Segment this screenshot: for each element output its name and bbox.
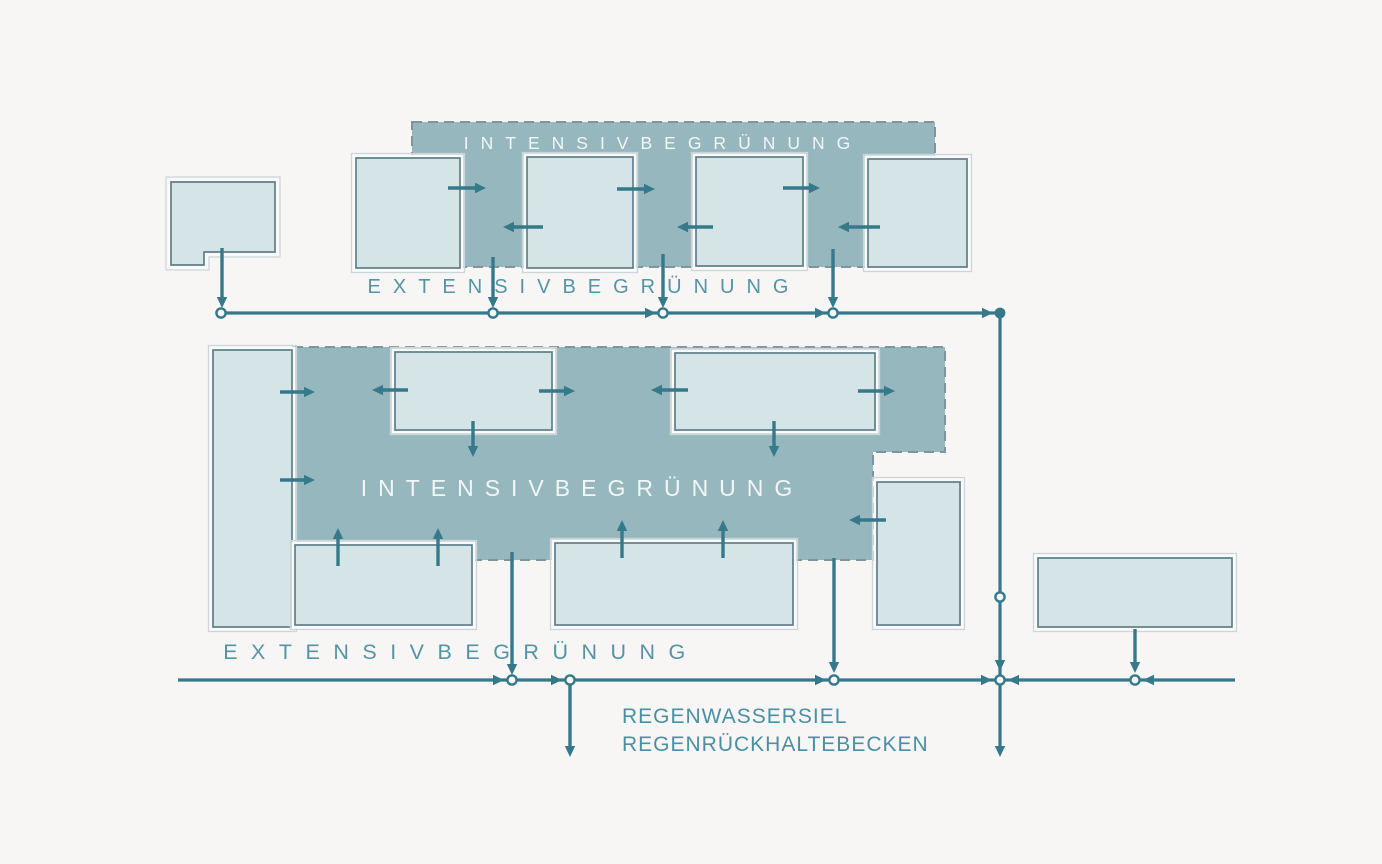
- flow-arrow-top-a-left: [372, 384, 408, 396]
- arrowhead-right-icon: [493, 674, 504, 686]
- label-intensive-middle: INTENSIVBEGRÜNUNG: [361, 475, 804, 501]
- arrowhead-right-icon: [815, 674, 826, 686]
- building-mid-left-tall: [207, 344, 298, 633]
- arrowhead-down-icon: [564, 746, 576, 757]
- flow-arrow-right-3: [783, 182, 820, 194]
- flow-arrow-top-a-right: [539, 385, 575, 397]
- arrowhead-right-icon: [551, 674, 562, 686]
- arrowhead-left-icon: [1143, 674, 1154, 686]
- building-top-3: [690, 151, 809, 272]
- main-riser-pipe: [994, 313, 1006, 757]
- arrowhead-down-icon: [994, 660, 1006, 671]
- building-top-2: [521, 151, 639, 274]
- junction-node: [564, 674, 576, 686]
- top-roof-complex: INTENSIVBEGRÜNUNG: [350, 121, 973, 308]
- building-mid-right: [871, 476, 966, 631]
- arrowhead-right-icon: [981, 674, 992, 686]
- arrowhead-down-icon: [827, 297, 839, 308]
- arrowhead-right-icon: [645, 307, 656, 319]
- building-mid-bottom-a: [289, 539, 478, 631]
- flow-arrow-bottom-a-up-1: [332, 528, 344, 566]
- flow-arrow-left-2: [677, 221, 713, 233]
- flow-arrow-bottom-b-up-2: [717, 520, 729, 558]
- junction-node: [506, 674, 518, 686]
- downpipe-top-2: [657, 254, 669, 308]
- junction-node: [994, 674, 1006, 686]
- label-extensive-top: EXTENSIVBEGRÜNUNG: [368, 276, 801, 298]
- downpipe-middle-2: [828, 558, 840, 673]
- flow-arrow-right-2: [617, 183, 655, 195]
- arrowhead-down-icon: [487, 297, 499, 308]
- flow-arrow-left-tall-2: [280, 474, 315, 486]
- arrowhead-left-icon: [1008, 674, 1019, 686]
- flow-arrow-right-1: [448, 182, 486, 194]
- junction-node: [828, 674, 840, 686]
- label-regenwassersiel: REGENWASSERSIEL: [622, 705, 847, 728]
- building-mid-bottom-b: [549, 537, 799, 631]
- label-intensive-top: INTENSIVBEGRÜNUNG: [464, 133, 862, 153]
- junction-node: [827, 307, 839, 319]
- junction-node: [994, 591, 1006, 603]
- label-regenrueckhaltebecken: REGENRÜCKHALTEBECKEN: [622, 733, 929, 756]
- label-extensive-middle: EXTENSIVBEGRÜNUNG: [223, 640, 699, 664]
- building-far-right: [1032, 552, 1238, 633]
- building-top-4: [862, 153, 973, 273]
- arrowhead-down-icon: [994, 746, 1006, 757]
- flow-arrow-bottom-b-up-1: [616, 520, 628, 558]
- outfall-labels: REGENWASSERSIEL REGENRÜCKHALTEBECKEN: [622, 705, 929, 756]
- flow-arrow-top-a-down: [467, 421, 479, 457]
- downpipe-l-building: [216, 248, 228, 308]
- flow-arrow-left-1: [503, 221, 543, 233]
- junction-node: [487, 307, 499, 319]
- downpipe-far-right: [1129, 629, 1141, 673]
- flow-arrow-top-b-down: [768, 421, 780, 457]
- outfall-pipe: [564, 684, 576, 757]
- arrowhead-down-icon: [828, 662, 840, 673]
- building-l-shaped: [165, 176, 281, 271]
- flow-arrow-top-b-left: [651, 384, 688, 396]
- bottom-collector-pipe: [178, 674, 1235, 686]
- arrowhead-down-icon: [216, 297, 228, 308]
- intensive-roof-area-top: [411, 121, 936, 268]
- arrowhead-down-icon: [506, 664, 518, 675]
- junction-node: [657, 307, 669, 319]
- building-top-1: [350, 152, 466, 274]
- flow-arrow-left-3: [838, 221, 880, 233]
- arrowhead-down-icon: [657, 297, 669, 308]
- middle-roof-complex: INTENSIVBEGRÜNUNG: [207, 344, 966, 675]
- flow-arrow-left-tall-1: [280, 386, 315, 398]
- flow-arrow-bottom-a-up-2: [432, 528, 444, 566]
- arrowhead-right-icon: [815, 307, 826, 319]
- junction-node: [215, 307, 227, 319]
- arrowhead-down-icon: [1129, 662, 1141, 673]
- top-collector-pipe: [215, 307, 1006, 319]
- downpipe-top-1: [487, 257, 499, 308]
- arrowhead-right-icon: [982, 307, 993, 319]
- downpipe-top-3: [827, 249, 839, 308]
- downpipe-middle-1: [506, 552, 518, 675]
- flow-arrow-top-b-right: [858, 385, 895, 397]
- flow-arrow-right-building-left: [849, 514, 886, 526]
- junction-node: [1129, 674, 1141, 686]
